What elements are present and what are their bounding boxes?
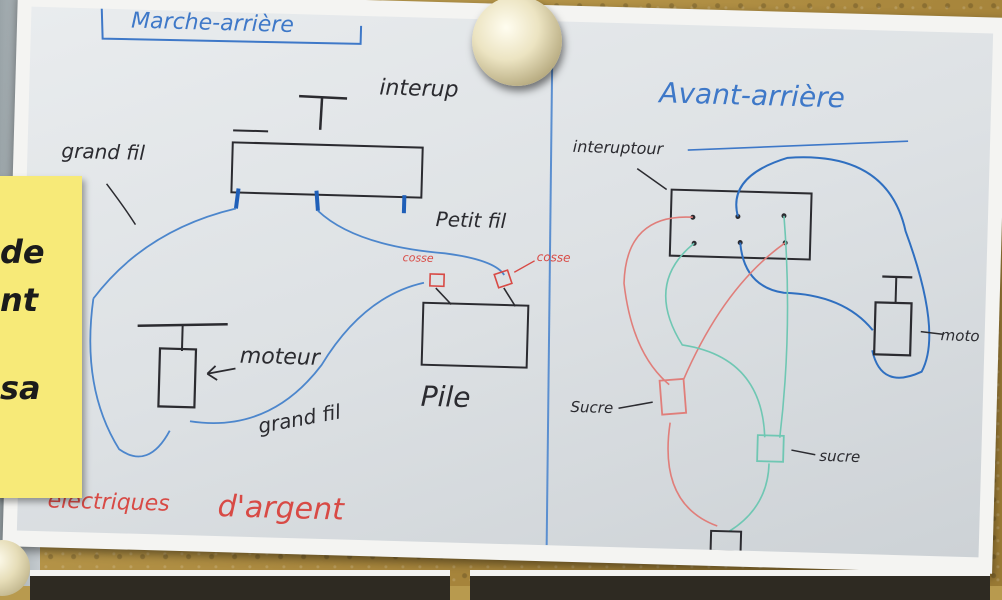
terminal-right <box>401 195 407 214</box>
right-wire-red-left <box>623 216 693 386</box>
push-pin <box>472 0 562 86</box>
cosse-right <box>493 269 513 289</box>
sticky-note-line-2: nt <box>0 281 39 319</box>
terminal-middle <box>314 190 320 211</box>
moteur-label: moteur <box>239 344 322 371</box>
battery-box <box>420 301 530 369</box>
grand-fil-arrow-top <box>105 183 137 226</box>
battery-terminal-left <box>435 287 452 306</box>
left-title: Marche-arrière <box>131 8 294 38</box>
right-wire-teal-right <box>778 215 789 438</box>
bottom-red-text-main: d'argent <box>217 489 345 528</box>
right-title-underline <box>687 140 909 151</box>
switch-lever-stem <box>318 97 324 130</box>
bottom-battery-partial <box>709 529 743 553</box>
battery-terminal-right <box>503 287 517 307</box>
wire-left <box>92 207 237 300</box>
sucre-label-right: sucre <box>819 447 860 466</box>
right-interrupteur-label: interuptour <box>573 137 665 159</box>
right-wire-blue-outer <box>735 156 931 379</box>
wire-motor <box>189 281 425 425</box>
sucre-label-left: Sucre <box>570 398 613 417</box>
switch-lever-top <box>299 94 348 100</box>
right-motor-body <box>872 301 913 357</box>
right-moteur-label: moto <box>940 326 979 345</box>
cosse-arrow-right <box>513 260 535 273</box>
motor-body <box>157 347 198 409</box>
whiteboard-drawing: Marche-arrière interup grand fil Petit f… <box>47 6 980 553</box>
right-title: Avant-arrière <box>657 76 845 114</box>
interrupteur-label: interup <box>379 75 459 102</box>
cosse-left <box>429 273 446 288</box>
sucre-connector-right <box>756 434 785 463</box>
right-wire-blue-inner <box>739 242 874 331</box>
sticky-note-line-3: sa <box>0 369 41 407</box>
petit-fil-label: Petit fil <box>435 207 507 233</box>
terminal-left <box>233 188 241 209</box>
adjacent-photo-bottom-right <box>470 570 990 600</box>
right-wire-red-cross <box>682 242 786 381</box>
inverter-switch-box <box>668 188 813 261</box>
whiteboard-surface: Marche-arrière interup grand fil Petit f… <box>16 6 994 558</box>
switch-box <box>230 141 424 199</box>
panel-divider-line <box>545 61 554 546</box>
wire-middle <box>317 210 505 276</box>
sticky-note: de nt sa <box>0 176 82 498</box>
left-title-box <box>100 6 363 45</box>
cosse-label-left: cosse <box>402 251 434 265</box>
whiteboard-photo: Marche-arrière interup grand fil Petit f… <box>2 0 1002 574</box>
cosse-label-right: cosse <box>537 250 571 265</box>
adjacent-photo-bottom-left <box>30 570 450 600</box>
grand-fil-label-top: grand fil <box>61 139 145 165</box>
motor-arrow <box>207 367 236 375</box>
right-wire-red-down <box>667 422 718 527</box>
grand-fil-label-bottom: grand fil <box>256 399 343 438</box>
switch-mark <box>233 129 269 133</box>
sticky-note-line-1: de <box>0 233 45 271</box>
right-wire-teal-left <box>664 242 766 438</box>
right-wire-teal-down <box>728 463 770 533</box>
motor-shaft <box>180 324 184 352</box>
sucre-connector-left <box>658 377 688 416</box>
wire-loop <box>89 298 171 458</box>
pile-label: Pile <box>420 380 471 414</box>
